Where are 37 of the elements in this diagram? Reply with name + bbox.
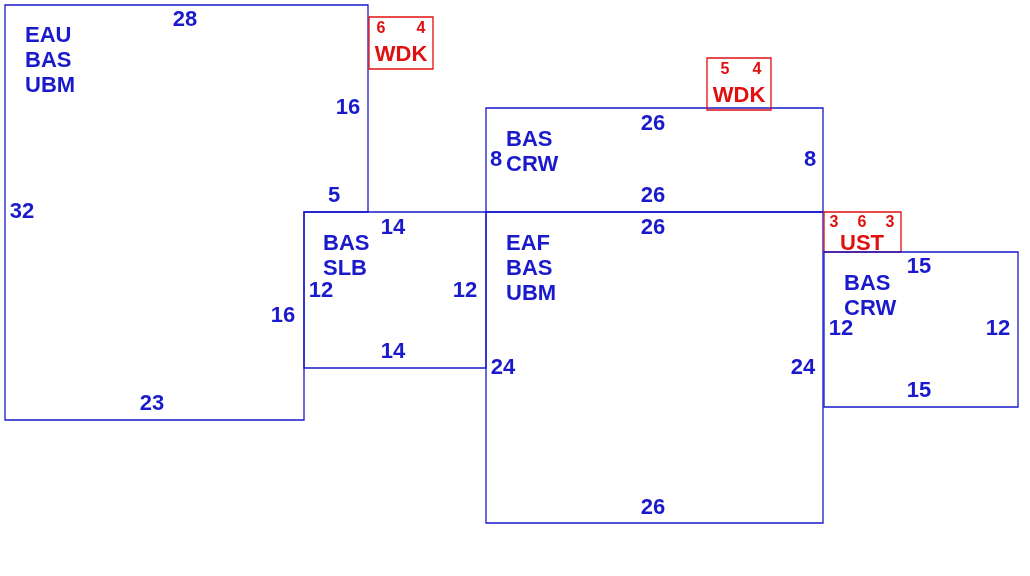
dimension-label: 14 xyxy=(380,340,406,362)
dimension-label: 14 xyxy=(380,216,406,238)
area-code: EAF BAS UBM xyxy=(506,230,558,305)
area-code: WDK xyxy=(712,84,766,106)
dimension-label: 5 xyxy=(327,184,341,206)
area-code: EAU BAS UBM xyxy=(25,22,77,97)
dimension-label: 8 xyxy=(489,148,503,170)
dimension-label: 16 xyxy=(270,304,296,326)
dimension-label: 3 xyxy=(885,214,895,230)
dimension-label: 6 xyxy=(857,214,867,230)
dimension-label: 28 xyxy=(172,8,198,30)
dimension-label: 6 xyxy=(376,20,386,36)
area-code: BAS CRW xyxy=(506,126,560,176)
dimension-label: 15 xyxy=(906,255,932,277)
dimension-label: 24 xyxy=(790,356,816,378)
dimension-label: 12 xyxy=(828,317,854,339)
dimension-label: 3 xyxy=(829,214,839,230)
dimension-label: 4 xyxy=(752,61,762,77)
area-code: BAS SLB xyxy=(323,230,371,280)
dimension-label: 12 xyxy=(985,317,1011,339)
dimension-label: 23 xyxy=(139,392,165,414)
dimension-label: 26 xyxy=(640,112,666,134)
dimension-label: 4 xyxy=(416,20,426,36)
area-code: WDK xyxy=(374,43,428,65)
dimension-label: 8 xyxy=(803,148,817,170)
dimension-label: 26 xyxy=(640,496,666,518)
dimension-label: 24 xyxy=(490,356,516,378)
dimension-label: 32 xyxy=(9,200,35,222)
dimension-label: 26 xyxy=(640,184,666,206)
dimension-label: 26 xyxy=(640,216,666,238)
dimension-label: 16 xyxy=(335,96,361,118)
dimension-label: 15 xyxy=(906,379,932,401)
dimension-label: 12 xyxy=(308,279,334,301)
area-code: BAS CRW xyxy=(844,270,898,320)
dimension-label: 5 xyxy=(720,61,730,77)
dimension-label: 12 xyxy=(452,279,478,301)
area-code: UST xyxy=(840,232,884,254)
